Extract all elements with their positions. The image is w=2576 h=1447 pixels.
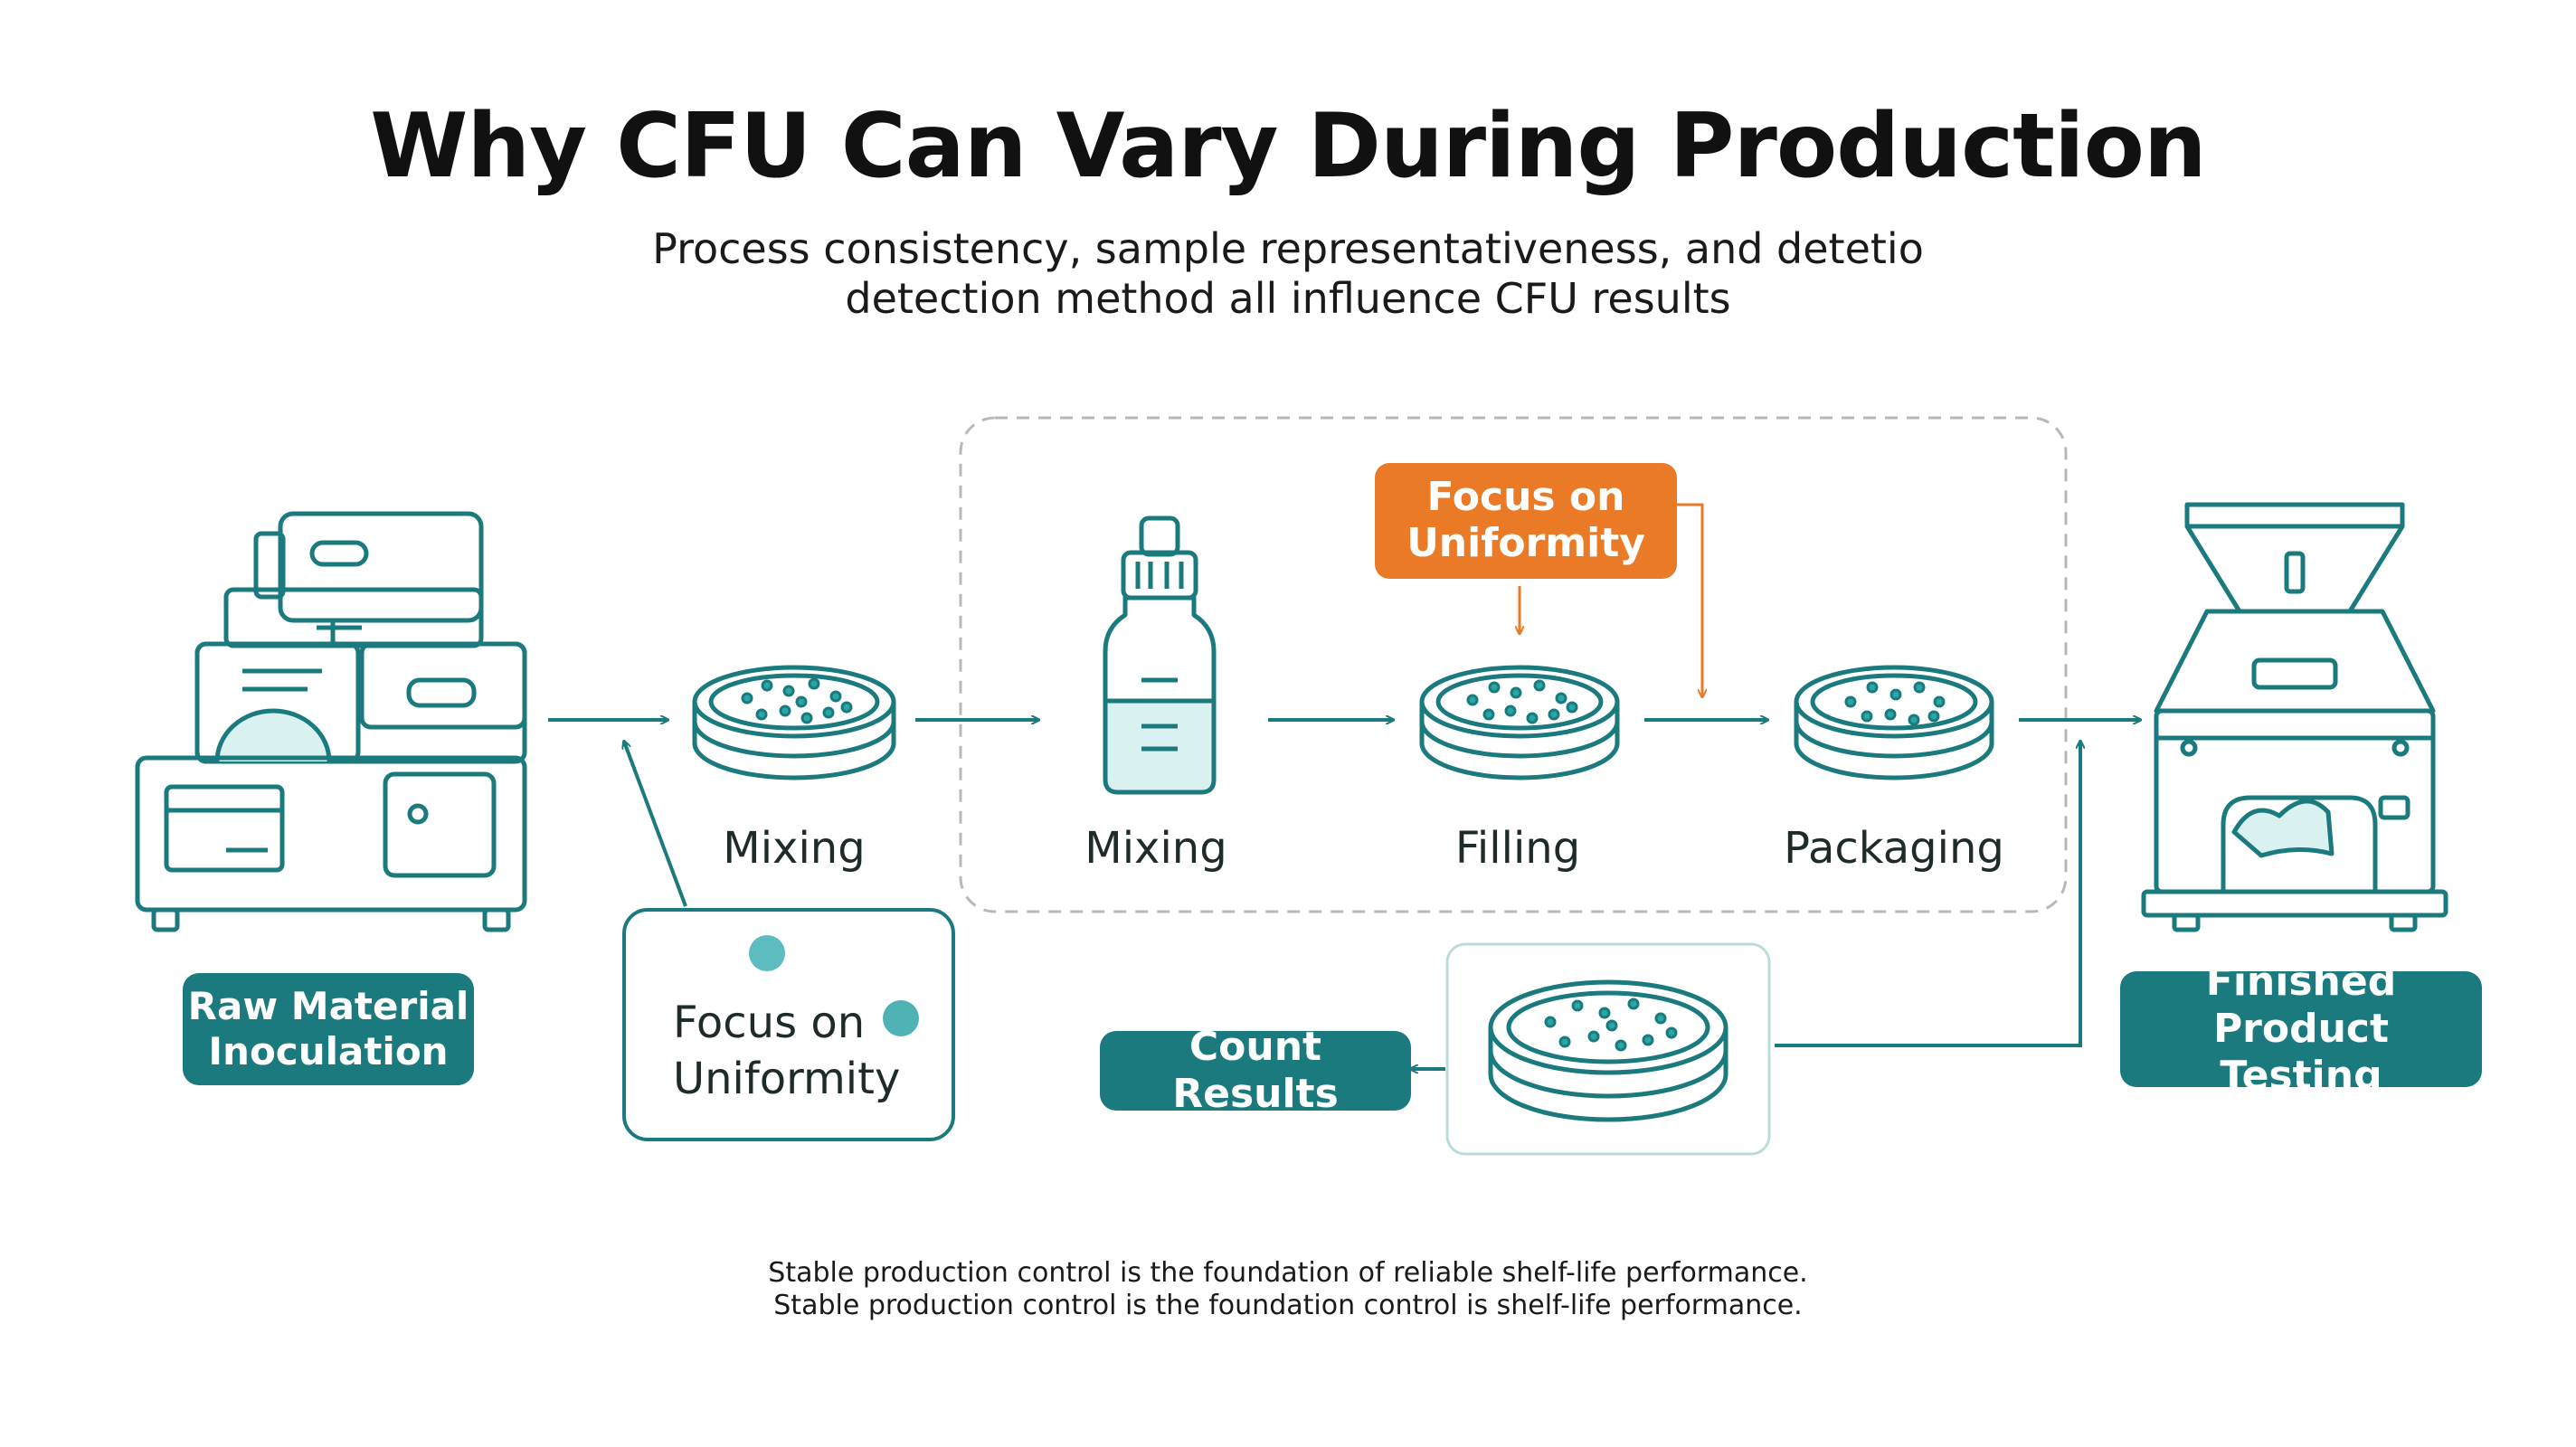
orange-pointer-arrows: [1520, 503, 1702, 696]
count-results-badge: Count Results: [1100, 1024, 1411, 1117]
petri-dish-icon-3: [1794, 665, 1994, 780]
process-dashed-box: [959, 416, 2068, 913]
step-label-mixing-2: Mixing: [1084, 823, 1227, 874]
subtitle-line-1: Process consistency, sample representati…: [652, 224, 1924, 273]
subtitle-line-2: detection method all influence CFU resul…: [845, 274, 1731, 323]
bottle-icon: [1103, 515, 1217, 795]
footer-line-2: Stable production control is the foundat…: [773, 1290, 1803, 1321]
petri-dish-icon-1: [692, 665, 896, 780]
finished-product-testing-badge: Finished Product Testing: [2120, 959, 2482, 1099]
raw-material-inoculation-badge: Raw Material Inoculation: [183, 973, 474, 1085]
step-label-packaging: Packaging: [1784, 823, 2004, 874]
flow-arrows: [548, 720, 2140, 1069]
petri-dish-icon-2: [1419, 665, 1620, 780]
step-label-mixing-1: Mixing: [723, 823, 866, 874]
step-label-filling: Filling: [1454, 823, 1581, 874]
focus-uniformity-orange-badge: Focus on Uniformity: [1375, 463, 1677, 579]
focus-note-text: Focus on Uniformity: [673, 998, 901, 1105]
focus-note-box: [622, 908, 955, 1141]
page-title: Why CFU Can Vary During Production: [370, 95, 2206, 198]
testing-machine-icon: [2141, 502, 2448, 932]
inoculation-machine-icon: [135, 511, 527, 932]
petri-dish-icon-4: [1488, 979, 1728, 1122]
colony-dot-icon-2: [883, 1000, 919, 1036]
colony-dot-icon-1: [749, 935, 785, 971]
footer-line-1: Stable production control is the foundat…: [768, 1257, 1808, 1289]
